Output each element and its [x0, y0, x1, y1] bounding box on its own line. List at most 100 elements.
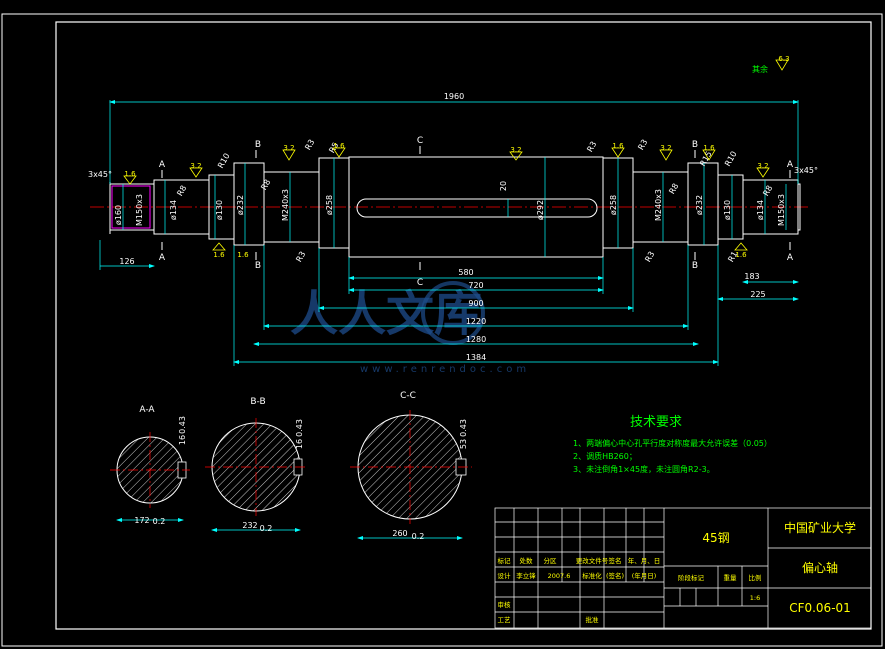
tb-header: 处数 [520, 556, 534, 565]
dim-thread-right: M150x3 [777, 194, 786, 226]
tb-weight-label: 重量 [724, 574, 738, 582]
section-mark-b: B [255, 261, 261, 271]
dim-1280: 1280 [466, 335, 486, 344]
dim-r8-right: R8 [667, 182, 680, 196]
tb-process-label: 工艺 [498, 616, 512, 624]
dim-720: 720 [468, 281, 483, 290]
section-mark-b: B [692, 261, 698, 271]
tb-header: 年、月、日 [628, 556, 661, 565]
roughness-value: 1.6 [213, 251, 225, 259]
tb-school: 中国矿业大学 [784, 520, 856, 535]
dim-1384: 1384 [466, 353, 486, 362]
thread-marks [111, 185, 151, 229]
dim-thread-240-left: M240x3 [281, 189, 290, 221]
tb-date: 2007.6 [548, 572, 571, 580]
tech-req-item: 3、未注倒角1×45度，未注圆角R2-3。 [573, 464, 715, 474]
section-b-key: 16 [295, 439, 304, 449]
dim-dia-232-left: ø232 [236, 195, 245, 215]
section-a-key: 16 [178, 435, 187, 445]
title-block [494, 507, 872, 629]
section-title-c: C-C [400, 391, 416, 401]
roughness-value: 3.2 [283, 144, 294, 152]
dim-dia-134-right: ø134 [756, 200, 765, 220]
section-c-c: C-C 260 0.2 53 0.43 [350, 391, 472, 541]
section-mark-c: C [417, 278, 423, 288]
dim-dia-258-left: ø258 [325, 195, 334, 215]
section-b-tol: 0.2 [260, 524, 273, 533]
section-c-width: 260 [392, 529, 407, 538]
section-marker-labels: A A B B C C B B A A [159, 136, 794, 288]
roughness-value: 1.6 [237, 251, 249, 259]
section-mark-b: B [692, 140, 698, 150]
section-mark-a: A [159, 253, 166, 263]
inner-frame [55, 21, 872, 630]
dim-dia-160: ø160 [114, 205, 123, 225]
section-markers [161, 146, 791, 270]
section-mark-c: C [417, 136, 423, 146]
dim-580: 580 [458, 268, 473, 277]
dim-r3-right-3: R3 [636, 138, 649, 152]
shaft-outline [109, 156, 801, 258]
section-b-width: 232 [242, 521, 257, 530]
dim-dia-130-left: ø130 [215, 200, 224, 220]
dim-dia-130-right: ø130 [723, 200, 732, 220]
roughness-value: 1.6 [735, 251, 747, 259]
dim-183: 183 [744, 272, 759, 281]
dim-1960: 1960 [444, 92, 464, 101]
dimension-lines [99, 100, 799, 366]
dim-chamfer-right: 3x45° [794, 166, 818, 175]
section-c-key: 53 [459, 439, 468, 449]
tech-req-item: 2、调质HB260； [573, 451, 637, 461]
dim-thread-left: M150x3 [135, 194, 144, 226]
tb-std-sign: (签名) [606, 571, 624, 580]
watermark-url: www.renrendoc.com [360, 364, 530, 375]
tb-scale: 1:6 [750, 594, 760, 602]
other-roughness-label: 其余 [752, 64, 768, 74]
section-b-b: B-B 232 0.2 16 0.43 [205, 397, 308, 533]
section-c-key-tol: 0.43 [459, 419, 468, 437]
dim-1220: 1220 [466, 317, 486, 326]
roughness-value: 1.6 [333, 142, 345, 150]
other-roughness: 其余 6.3 [752, 55, 790, 74]
dim-r3-right: R3 [585, 140, 598, 154]
tb-part-name: 偏心轴 [802, 560, 838, 575]
dim-r8-left: R8 [175, 184, 188, 198]
tb-drawing-no: CF0.06-01 [789, 601, 851, 615]
tb-review-label: 审核 [498, 600, 512, 609]
section-b-key-tol: 0.43 [295, 419, 304, 437]
section-c-tol: 0.2 [412, 532, 425, 541]
title-block-text: 45钢 中国矿业大学 偏心轴 CF0.06-01 标记 处数 分区 更改文件号 … [498, 520, 857, 624]
dim-thread-240-right: M240x3 [654, 189, 663, 221]
dim-r10-left: R10 [216, 152, 232, 170]
roughness-value: 3.2 [190, 162, 201, 170]
roughness-value: 3.2 [757, 162, 768, 170]
dim-key-20: 20 [499, 181, 508, 191]
roughness-value: 3.2 [510, 146, 521, 154]
dim-900: 900 [468, 299, 483, 308]
dim-dia-292: ø292 [536, 200, 545, 220]
roughness-value: 1.6 [124, 170, 136, 178]
tb-stage-label: 阶段标记 [678, 573, 705, 582]
dim-r3-left: R3 [303, 138, 316, 152]
tb-header: 标记 [498, 556, 512, 565]
tb-scale-label: 比例 [749, 573, 762, 582]
dim-126: 126 [119, 257, 134, 266]
dim-r15-right: R15 [698, 150, 714, 168]
roughness-symbols [123, 147, 770, 251]
dim-r3-right-2: R3 [643, 250, 656, 264]
tb-approve-label: 批准 [586, 615, 600, 624]
tb-header: 签名 [609, 556, 622, 565]
technical-requirements: 技术要求 1、两端偏心中心孔平行度对称度最大允许误差（0.05） 2、调质HB2… [573, 415, 772, 474]
tb-designer: 李立锋 [516, 571, 536, 580]
watermark-text: 人人文库 [290, 286, 482, 342]
outer-frame [1, 13, 883, 647]
tech-req-title: 技术要求 [630, 415, 682, 430]
section-mark-a: A [787, 253, 794, 263]
tb-material: 45钢 [702, 531, 729, 545]
section-title-a: A-A [139, 405, 155, 415]
section-a-key-tol: 0.43 [178, 416, 187, 434]
section-mark-a: A [787, 160, 794, 170]
section-a-width: 172 [134, 516, 149, 525]
tb-std-date: (年月日) [632, 571, 657, 580]
